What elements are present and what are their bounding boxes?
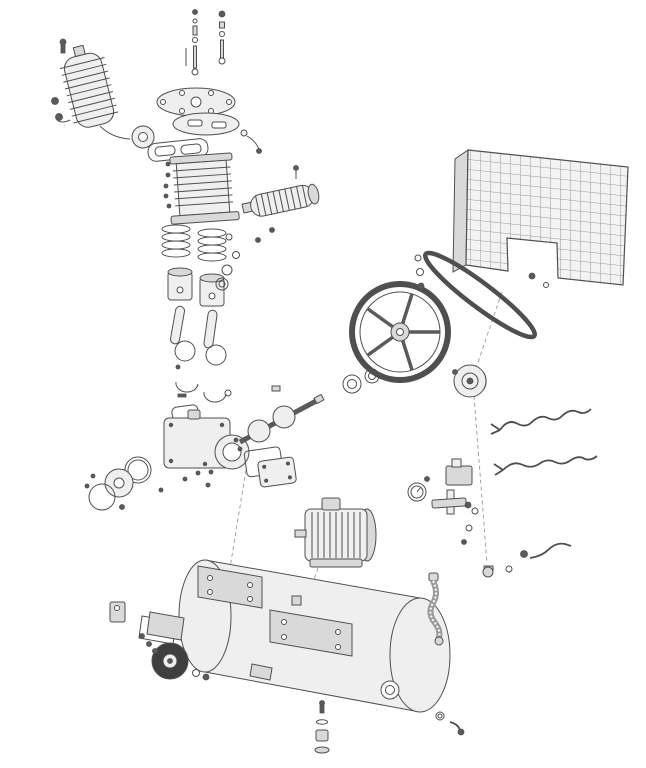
pressure-switch-assembly: [407, 458, 479, 545]
braided-hose: [427, 572, 444, 646]
power-wires: [490, 408, 598, 476]
aftercooler-assembly: [51, 38, 131, 140]
crankcase: [158, 389, 250, 493]
shaft-washers: [414, 254, 425, 290]
rubber-feet: [314, 700, 330, 754]
drive-belt: [422, 250, 538, 340]
cylinder-bolts: [163, 161, 172, 209]
tank-mounting-plates: [197, 565, 353, 657]
intake-silencer: [241, 183, 320, 217]
piston-rings: [161, 224, 227, 262]
unloader-fitting: [240, 129, 262, 154]
outlet-fittings: [482, 542, 572, 578]
electric-motor: [294, 497, 377, 568]
head-fasteners: [185, 9, 226, 76]
crankshaft: [238, 385, 325, 445]
wheel-assembly: [151, 642, 210, 681]
drain-valve: [435, 711, 465, 736]
connecting-rods: [169, 305, 227, 403]
crankcase-side-covers: [84, 456, 152, 511]
flywheel: [349, 281, 451, 383]
breather-flange: [131, 125, 155, 149]
cylinder-block: [169, 152, 240, 225]
wrist-pin-parts: [215, 233, 240, 291]
motor-pulley: [452, 364, 487, 398]
valve-plate: [172, 112, 240, 136]
crankcase-cover-plate: [243, 446, 297, 488]
side-brackets: [109, 601, 185, 654]
head-cover-bolts: [255, 165, 299, 243]
belt-guard: [452, 149, 629, 288]
